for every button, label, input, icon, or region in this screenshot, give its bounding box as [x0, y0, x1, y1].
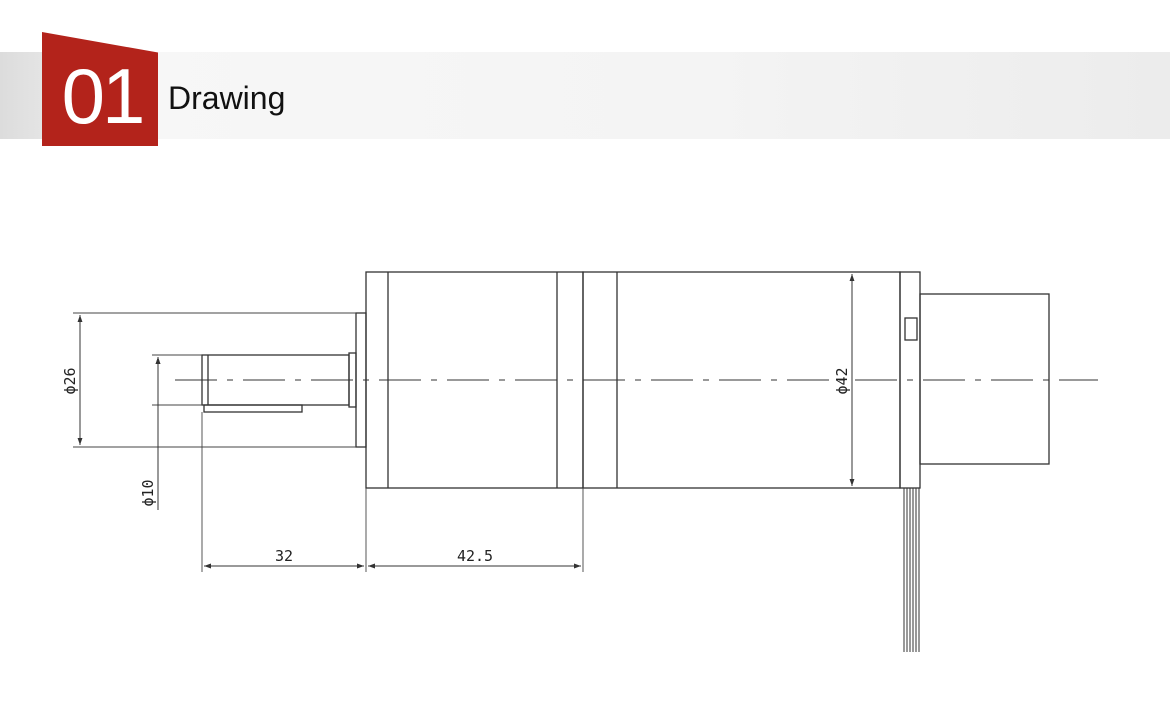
- body-diameter-label: ϕ42: [833, 367, 851, 394]
- encoder-housing: [919, 293, 1050, 465]
- lead-wires: [903, 488, 920, 652]
- gearbox-length-label: 42.5: [457, 547, 493, 565]
- section-title: Drawing: [168, 80, 286, 116]
- output-shaft: [201, 354, 350, 413]
- extension-lines: [73, 312, 584, 572]
- shaft-diameter-label: ϕ10: [139, 479, 157, 506]
- shaft-length-label: 32: [275, 547, 293, 565]
- header-band: [0, 52, 1170, 139]
- section-number: 01: [61, 52, 146, 140]
- section-number-badge: [42, 32, 158, 146]
- flange-diameter-label: ϕ26: [61, 367, 79, 394]
